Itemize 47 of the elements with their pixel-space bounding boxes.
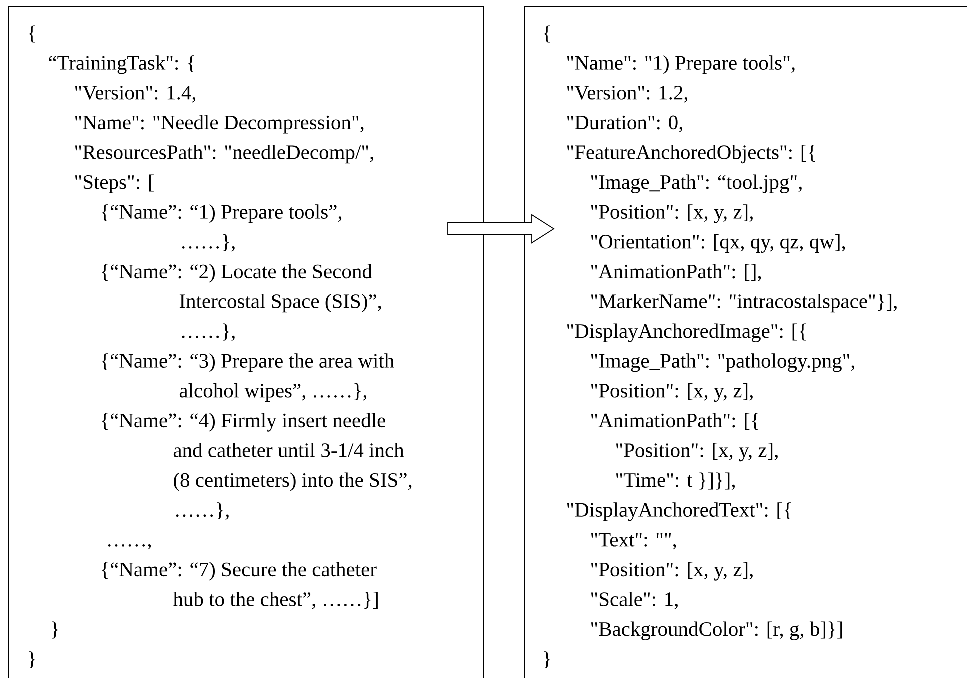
code-line: "Position": [x, y, z],	[591, 562, 753, 581]
code-line: }	[544, 652, 550, 669]
code-line: "Image_Path": "pathology.png",	[591, 354, 854, 372]
code-line: {“Name”: “3) Prepare the area with	[102, 354, 394, 372]
block-arrow	[448, 214, 555, 244]
code-line: }	[52, 622, 58, 639]
code-line: and catheter until 3-1/4 inch	[174, 442, 404, 458]
code-line: "Orientation": [qx, qy, qz, qw],	[591, 234, 846, 254]
code-line: "Scale": 1,	[591, 592, 678, 610]
code-line: "Duration": 0,	[567, 116, 682, 133]
code-line: Intercostal Space (SIS)”,	[180, 294, 382, 313]
code-line: {	[29, 26, 36, 43]
code-line: ……},	[182, 324, 235, 342]
code-line: "Position": [x, y, z],	[591, 204, 753, 224]
code-line: "Time": t }]}],	[616, 472, 735, 490]
code-line: "Name": "1) Prepare tools",	[567, 56, 795, 74]
code-line: alcohol wipes”, ……},	[180, 383, 367, 402]
code-line: "AnimationPath": [{	[591, 413, 758, 430]
code-line: "DisplayAnchoredImage": [{	[567, 324, 806, 342]
code-line: "Text": "",	[591, 533, 676, 550]
code-line: {“Name”: “1) Prepare tools”,	[102, 204, 342, 224]
code-line: "Name": "Needle Decompression",	[75, 115, 364, 134]
code-line: “TrainingTask": {	[49, 56, 194, 74]
code-line: ……},	[176, 502, 229, 520]
code-line: ……,	[108, 544, 152, 550]
code-line: "MarkerName": "intracostalspace"}],	[591, 294, 897, 313]
code-line: "Position": [x, y, z],	[616, 442, 778, 462]
code-line: "AnimationPath": [],	[591, 264, 762, 282]
code-panel	[524, 6, 967, 678]
code-line: {“Name”: “4) Firmly insert needle	[102, 413, 386, 432]
code-panel	[8, 6, 484, 678]
code-line: "DisplayAnchoredText": [{	[567, 502, 792, 522]
code-line: {“Name”: “2) Locate the Second	[102, 264, 372, 283]
code-line: ……},	[182, 234, 235, 252]
code-line: "Steps": [	[75, 174, 154, 194]
code-line: "FeatureAnchoredObjects": [{	[567, 144, 816, 164]
code-line: {“Name”: “7) Secure the catheter	[102, 562, 377, 581]
code-line: "Version": 1.4,	[75, 86, 196, 103]
code-line: "Position": [x, y, z],	[591, 383, 753, 402]
code-line: }	[29, 652, 36, 669]
code-line: "ResourcesPath": "needleDecomp/",	[75, 144, 374, 164]
code-line: (8 centimeters) into the SIS”,	[174, 472, 412, 492]
code-line: "BackgroundColor": [r, g, b]}]	[591, 622, 842, 640]
code-line: "Image_Path": “tool.jpg",	[591, 174, 802, 194]
code-line: {	[544, 26, 550, 43]
code-line: hub to the chest”, ……}]	[173, 592, 378, 610]
code-line: "Version": 1.2,	[567, 86, 688, 103]
